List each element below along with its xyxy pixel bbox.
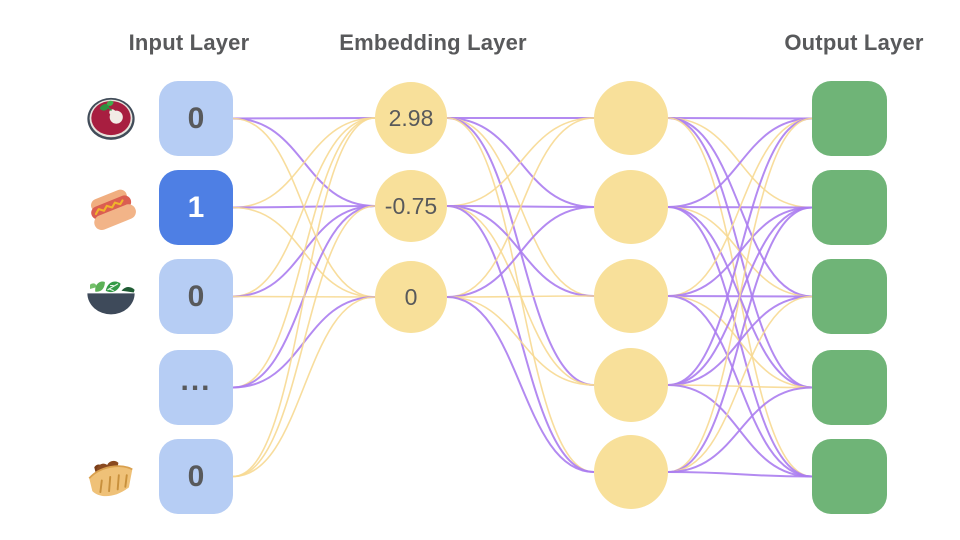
embedding-node-3: 0 bbox=[375, 261, 447, 333]
embedding-node-1: 2.98 bbox=[375, 82, 447, 154]
pita-icon bbox=[88, 460, 133, 497]
output-node-5 bbox=[812, 439, 887, 514]
input-node-soup: 0 bbox=[159, 81, 233, 156]
input-value: 0 bbox=[187, 459, 205, 493]
hidden-node-3 bbox=[594, 259, 668, 333]
hidden-node-1 bbox=[594, 81, 668, 155]
input-node-ellipsis: ... bbox=[159, 350, 233, 425]
input-node-salad: 0 bbox=[159, 259, 233, 334]
hidden-node-2 bbox=[594, 170, 668, 244]
output-layer-title: Output Layer bbox=[784, 30, 924, 55]
input-value: 1 bbox=[187, 190, 205, 224]
embedding-value: 2.98 bbox=[388, 104, 434, 131]
embedding-value: 0 bbox=[404, 283, 418, 310]
hidden-node-5 bbox=[594, 435, 668, 509]
input-node-hotdog-active: 1 bbox=[159, 170, 233, 245]
hidden-node-4 bbox=[594, 348, 668, 422]
input-node-pita: 0 bbox=[159, 439, 233, 514]
embedding-node-2: -0.75 bbox=[375, 170, 447, 242]
embedding-layer-title: Embedding Layer bbox=[339, 30, 527, 55]
output-node-1 bbox=[812, 81, 887, 156]
hotdog-icon bbox=[91, 189, 136, 230]
output-node-4 bbox=[812, 350, 887, 425]
salad-icon bbox=[87, 281, 135, 315]
soup-icon bbox=[87, 97, 135, 140]
output-node-2 bbox=[812, 170, 887, 245]
input-layer-title: Input Layer bbox=[128, 30, 250, 55]
embedding-value: -0.75 bbox=[384, 192, 438, 219]
output-node-3 bbox=[812, 259, 887, 334]
input-value: 0 bbox=[187, 279, 205, 313]
input-value: 0 bbox=[187, 101, 205, 135]
input-value: ... bbox=[180, 363, 212, 397]
